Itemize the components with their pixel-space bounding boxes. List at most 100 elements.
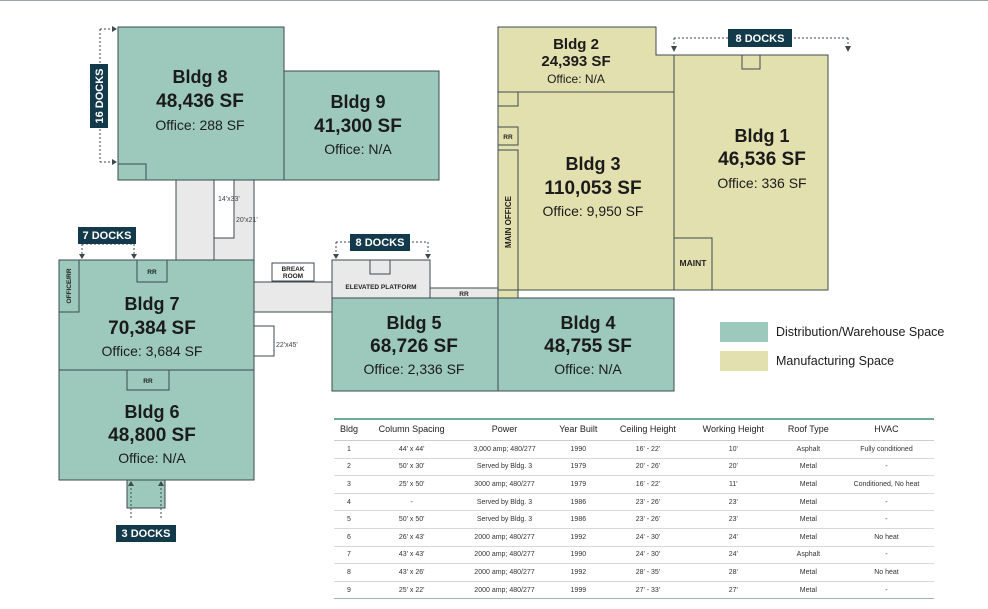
- table-cell: 2000 amp; 480/277: [459, 581, 550, 600]
- col-header: Power: [459, 419, 550, 441]
- bldg-7-sf: 70,384 SF: [108, 318, 196, 339]
- legend-item-manufacturing: Manufacturing Space: [720, 351, 944, 371]
- table-cell: Asphalt: [777, 440, 839, 459]
- table-cell: 23': [688, 510, 778, 529]
- bldg-6-office: Office: N/A: [118, 450, 186, 466]
- rr-bldg7: [136, 259, 168, 283]
- legend-label-distribution: Distribution/Warehouse Space: [776, 325, 945, 339]
- table-cell: 5: [334, 510, 364, 529]
- dock-label-8-platform: 8 DOCKS: [356, 237, 405, 249]
- table-cell: 1979: [549, 475, 608, 494]
- dock-badge-3: 3 DOCKS: [116, 525, 176, 542]
- dock-label-16: 16 DOCKS: [94, 68, 106, 123]
- table-cell: 1990: [549, 546, 608, 565]
- maint-room: [673, 237, 713, 291]
- bldg-6-sf: 48,800 SF: [108, 425, 196, 446]
- table-header-row: Bldg Column Spacing Power Year Built Cei…: [334, 419, 934, 441]
- bldg-5-label: Bldg 5 68,726 SF Office: 2,336 SF: [364, 313, 465, 377]
- table-cell: 43' x 26': [363, 563, 460, 582]
- dim-label-22x45: 22'x45': [276, 342, 298, 349]
- bldg-1-office: Office: 336 SF: [717, 175, 806, 191]
- table-cell: 50' x 50': [363, 510, 460, 529]
- break-room-label-2: ROOM: [283, 273, 303, 280]
- table-cell: 27' - 33': [607, 581, 689, 600]
- annex-14x33: [213, 179, 235, 239]
- dim-label-20x21: 20'x21': [236, 217, 258, 224]
- table-cell: 3000 amp; 480/277: [459, 475, 550, 494]
- table-cell: 16' - 22': [607, 440, 689, 459]
- table-cell: -: [363, 493, 460, 512]
- table-cell: 20': [688, 458, 778, 477]
- col-header: Ceiling Height: [607, 419, 689, 441]
- bldg-8-area: [117, 26, 285, 181]
- corridor-7-5: [253, 281, 333, 313]
- table-cell: 28': [688, 563, 778, 582]
- bldg-8-name: Bldg 8: [172, 67, 227, 87]
- table-cell: 9: [334, 581, 364, 600]
- bldg-2-label: Bldg 2 24,393 SF Office: N/A: [541, 36, 610, 86]
- break-room: [271, 262, 315, 282]
- main-office-label: MAIN OFFICE: [504, 195, 513, 248]
- table-cell: Served by Bldg. 3: [459, 493, 550, 512]
- table-cell: 11': [688, 475, 778, 494]
- table-cell: Metal: [777, 510, 839, 529]
- bldg-4-name: Bldg 4: [560, 313, 615, 333]
- table-cell: 23': [688, 493, 778, 512]
- dock-label-7: 7 DOCKS: [83, 230, 132, 242]
- bldg-3-office: Office: 9,950 SF: [543, 203, 644, 219]
- dock-label-3: 3 DOCKS: [122, 528, 171, 540]
- bldg-9-sf: 41,300 SF: [314, 116, 402, 137]
- table-cell: Metal: [777, 581, 839, 600]
- table-cell: 1979: [549, 458, 608, 477]
- table-cell: Served by Bldg. 3: [459, 458, 550, 477]
- dock-badge-8-bldg1: 8 DOCKS: [728, 29, 792, 47]
- bldg-5-area: [331, 297, 499, 392]
- table-cell: 44' x 44': [363, 440, 460, 459]
- table-cell: 3: [334, 475, 364, 494]
- bldg-4-sf: 48,755 SF: [544, 336, 632, 357]
- table-cell: 7: [334, 546, 364, 565]
- dock-badge-7: 7 DOCKS: [78, 227, 136, 244]
- table-cell: 23' - 26': [607, 510, 689, 529]
- bldg-2-name: Bldg 2: [553, 36, 599, 53]
- table-cell: 24' - 30': [607, 546, 689, 565]
- break-room-label-1: BREAK: [281, 266, 304, 273]
- office-rr-room: [58, 259, 80, 313]
- legend-item-distribution: Distribution/Warehouse Space: [720, 322, 944, 342]
- table-cell: Metal: [777, 493, 839, 512]
- rr-bldg6: [126, 369, 170, 391]
- elevated-platform-label: ELEVATED PLATFORM: [345, 284, 416, 291]
- table-cell: Fully conditioned: [838, 440, 934, 459]
- bldg-3-name: Bldg 3: [565, 154, 620, 174]
- table-cell: 1990: [549, 440, 608, 459]
- table-cell: Served by Bldg. 3: [459, 510, 550, 529]
- bldg-9-office: Office: N/A: [324, 141, 392, 157]
- building-spec-table: Bldg Column Spacing Power Year Built Cei…: [334, 418, 934, 600]
- bldg-8-sf: 48,436 SF: [156, 91, 244, 112]
- table-cell: 2000 amp; 480/277: [459, 528, 550, 547]
- table-cell: 3,000 amp; 480/277: [459, 440, 550, 459]
- table-cell: Conditioned, No heat: [838, 475, 934, 494]
- table-cell: 4: [334, 493, 364, 512]
- legend-swatch-distribution: [720, 322, 768, 342]
- table-cell: 10': [688, 440, 778, 459]
- table-cell: 24': [688, 546, 778, 565]
- table-cell: 26' x 43': [363, 528, 460, 547]
- table-cell: 8: [334, 563, 364, 582]
- table-cell: 1: [334, 440, 364, 459]
- table-cell: 1992: [549, 528, 608, 547]
- dock-badge-16: 16 DOCKS: [90, 64, 108, 128]
- col-header: Working Height: [688, 419, 778, 441]
- bldg-8-label: Bldg 8 48,436 SF Office: 288 SF: [155, 67, 244, 133]
- table-cell: Metal: [777, 563, 839, 582]
- table-cell: 1999: [549, 581, 608, 600]
- bldg-9-label: Bldg 9 41,300 SF Office: N/A: [314, 92, 402, 157]
- table-cell: -: [838, 546, 934, 565]
- table-cell: 1986: [549, 493, 608, 512]
